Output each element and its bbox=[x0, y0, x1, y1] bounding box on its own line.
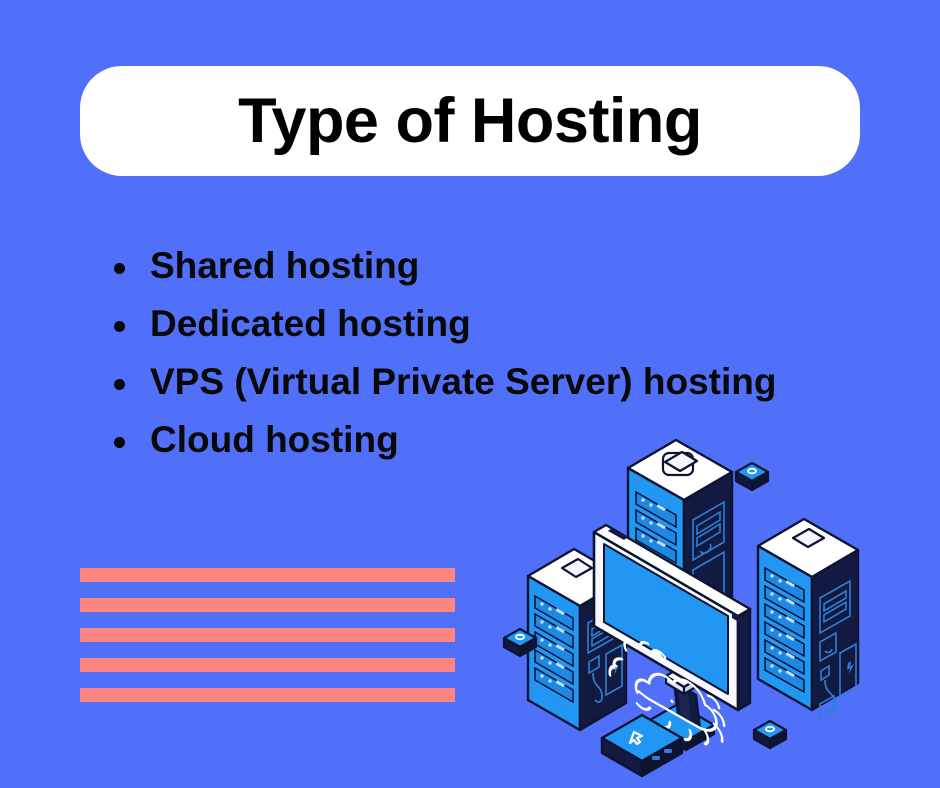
lightning-bolt-icon bbox=[839, 642, 857, 699]
puck-device-left bbox=[502, 627, 538, 658]
list-item: Shared hosting bbox=[112, 244, 912, 288]
list-item: Dedicated hosting bbox=[112, 302, 912, 346]
cursor-icon bbox=[628, 730, 644, 746]
list-item-label: Dedicated hosting bbox=[150, 303, 471, 344]
cursor-box-device bbox=[600, 713, 684, 778]
decorative-bar bbox=[80, 628, 455, 642]
decorative-bar-stack bbox=[80, 568, 455, 702]
plug-icon bbox=[819, 631, 837, 663]
decorative-bar bbox=[80, 568, 455, 582]
decorative-bar bbox=[80, 658, 455, 672]
server-tower-right bbox=[756, 517, 860, 722]
list-item-label: Shared hosting bbox=[150, 245, 420, 286]
bullet-dot-icon bbox=[114, 321, 125, 332]
bullet-dot-icon bbox=[114, 379, 125, 390]
isometric-cloud-hosting-illustration bbox=[500, 420, 940, 788]
bullet-dot-icon bbox=[114, 437, 125, 448]
desktop-monitor bbox=[592, 523, 752, 752]
hosting-type-list: Shared hosting Dedicated hosting VPS (Vi… bbox=[112, 244, 912, 476]
cloud-graphic bbox=[608, 638, 726, 746]
puck-device-center bbox=[734, 461, 770, 492]
decorative-bar bbox=[80, 688, 455, 702]
title-pill: Type of Hosting bbox=[80, 66, 860, 176]
page-title: Type of Hosting bbox=[238, 85, 702, 156]
decorative-bar bbox=[80, 598, 455, 612]
bullet-dot-icon bbox=[114, 263, 125, 274]
list-item-label: Cloud hosting bbox=[150, 419, 399, 460]
puck-device-right bbox=[752, 719, 788, 750]
list-item-label: VPS (Virtual Private Server) hosting bbox=[150, 361, 777, 402]
list-item: Cloud hosting bbox=[112, 418, 912, 462]
list-item: VPS (Virtual Private Server) hosting bbox=[112, 360, 912, 404]
